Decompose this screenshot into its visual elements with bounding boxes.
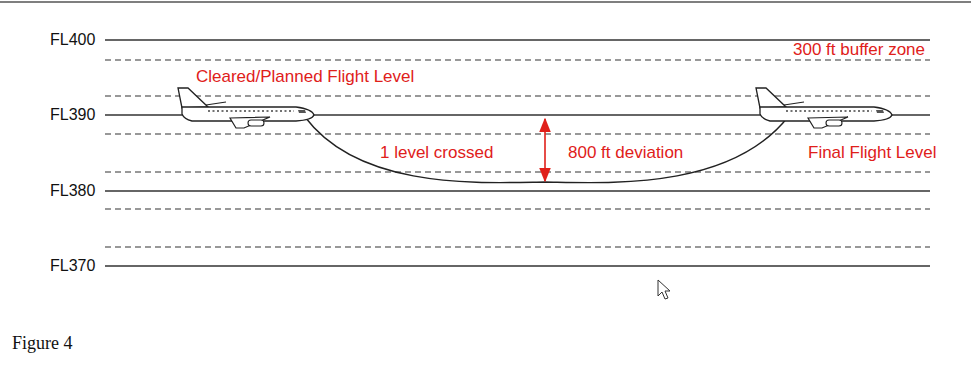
buffer-line bbox=[105, 246, 930, 247]
deviation-label: 800 ft deviation bbox=[568, 144, 683, 162]
level-label: FL380 bbox=[50, 182, 95, 200]
flight-level-line bbox=[105, 265, 930, 267]
flight-level-lines bbox=[105, 40, 930, 266]
aircraft bbox=[756, 88, 892, 128]
buffer-line bbox=[105, 208, 930, 209]
buffer-line bbox=[105, 133, 930, 134]
deviation-path bbox=[305, 117, 788, 183]
level-label-red: Cleared/Planned Flight Level bbox=[196, 68, 414, 86]
buffer-line bbox=[105, 59, 930, 60]
buffer-label: 300 ft buffer zone bbox=[793, 41, 925, 59]
mouse-cursor bbox=[658, 280, 670, 299]
page-rule bbox=[0, 1, 971, 3]
flight-level-line bbox=[105, 190, 930, 192]
level-label: FL400 bbox=[50, 31, 95, 49]
level-label: FL370 bbox=[50, 257, 95, 275]
buffer-line bbox=[105, 171, 930, 172]
crossing-label: 1 level crossed bbox=[380, 144, 493, 162]
level-label-red: Final Flight Level bbox=[808, 144, 937, 162]
buffer-line bbox=[105, 95, 930, 96]
figure-caption: Figure 4 bbox=[12, 334, 73, 352]
deviation-arrow bbox=[544, 119, 546, 181]
aircraft bbox=[178, 88, 314, 128]
level-label: FL390 bbox=[50, 106, 95, 124]
